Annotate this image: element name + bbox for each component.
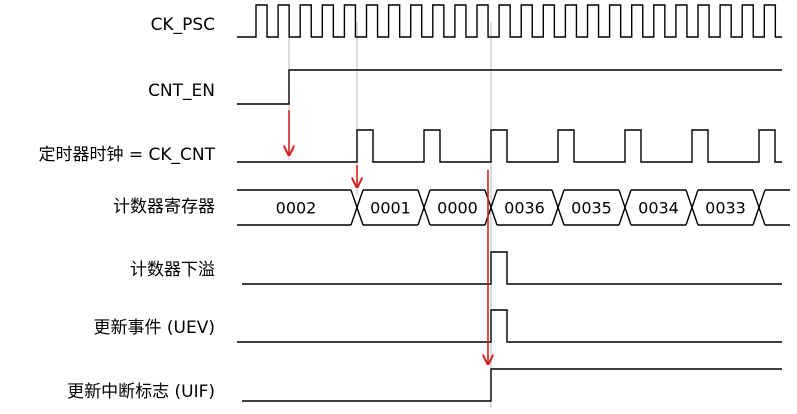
counter-value: 0035 <box>571 199 612 218</box>
label-cnt-en: CNT_EN <box>148 81 215 101</box>
bus-transition <box>484 189 498 226</box>
label-counter-underflow: 计数器下溢 <box>130 260 215 280</box>
bus-transition <box>551 189 565 226</box>
ck-cnt-waveform <box>237 129 782 163</box>
counter-value: 0000 <box>437 199 478 218</box>
bus-transition <box>350 189 364 226</box>
bus-transition <box>417 189 431 226</box>
counter-register-values: 0002 0001 0000 0036 0035 0034 0033 <box>276 199 746 218</box>
label-counter-register: 计数器寄存器 <box>113 197 215 217</box>
bus-transition <box>618 189 632 226</box>
counter-value: 0036 <box>504 199 545 218</box>
label-ck-cnt: 定时器时钟 = CK_CNT <box>38 145 215 165</box>
counter-underflow-waveform <box>242 251 782 285</box>
cnt-en-waveform <box>237 69 782 105</box>
counter-value: 0002 <box>276 199 317 218</box>
uif-waveform <box>242 368 782 402</box>
ck-psc-waveform <box>237 4 782 38</box>
label-update-interrupt-flag: 更新中断标志 (UIF) <box>67 382 215 402</box>
update-event-waveform <box>237 309 782 343</box>
counter-value: 0034 <box>638 199 679 218</box>
label-update-event: 更新事件 (UEV) <box>94 318 215 338</box>
counter-value: 0001 <box>370 199 411 218</box>
bus-transition <box>685 189 699 226</box>
counter-register-bus <box>237 189 790 226</box>
label-ck-psc: CK_PSC <box>151 15 215 35</box>
counter-value: 0033 <box>705 199 746 218</box>
bus-transition <box>752 189 766 226</box>
